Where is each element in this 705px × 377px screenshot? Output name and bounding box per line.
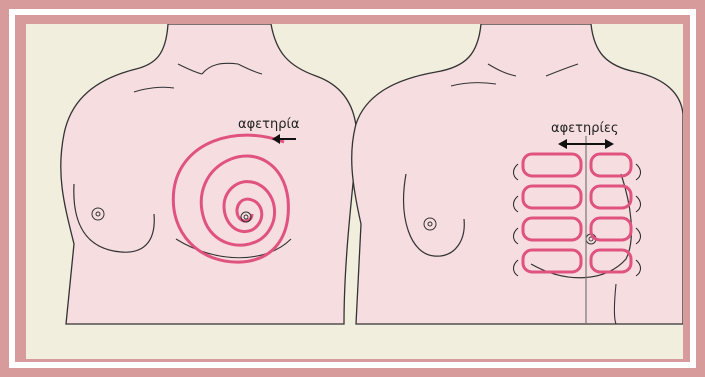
start-label-right: αφετηρίες [551,121,619,136]
illustration-canvas: αφετηρία αφετηρίες [26,24,683,359]
start-label-left: αφετηρία [238,117,299,132]
right-torso [352,24,683,324]
breast-massage-diagram: αφετηρία αφετηρίες [26,24,683,359]
right-torso-body [352,24,683,324]
